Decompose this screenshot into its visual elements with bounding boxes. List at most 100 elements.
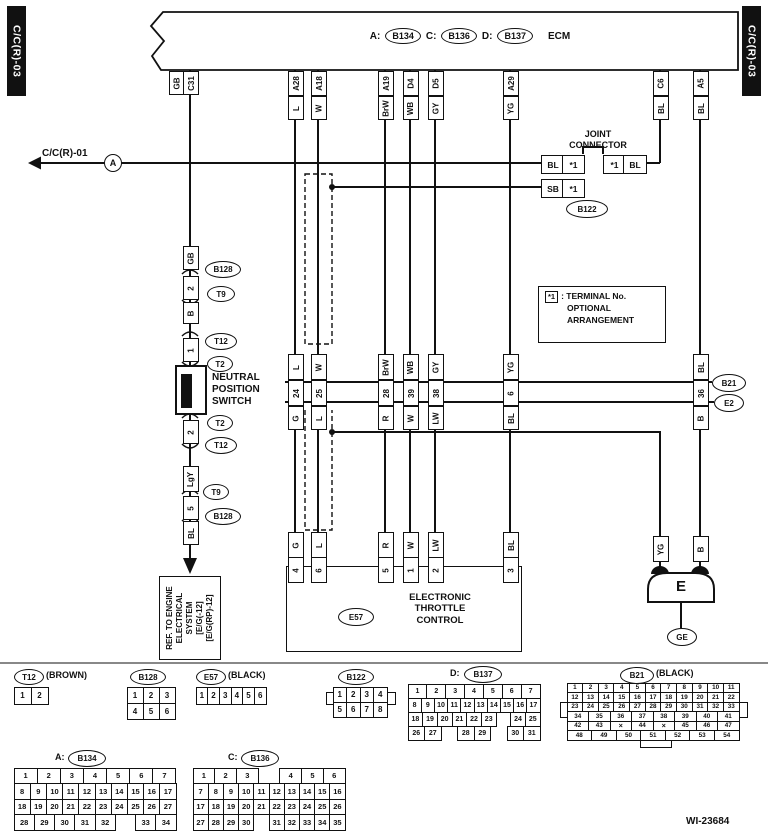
pin-cell: 3 — [445, 683, 466, 699]
page-tab-right-label: C/C(R)-03 — [745, 24, 758, 78]
pin-cell — [258, 768, 281, 785]
pin-cell: 23 — [283, 798, 300, 815]
pin-cell: 27 — [424, 725, 442, 741]
wire-color-label-text: LW — [431, 539, 441, 551]
pin-cell: 29 — [473, 725, 491, 741]
pin-cell: 5 — [106, 767, 131, 784]
pin-cell: 4 — [373, 686, 388, 703]
ecm-pin-box-text: A29 — [506, 76, 516, 91]
pin-cell: 6 — [253, 686, 267, 705]
throttle-pin-box-text: 4 — [291, 567, 301, 573]
jc-terminal-mark-box: *1 — [562, 155, 585, 174]
terminal-mark: *1 — [545, 291, 559, 304]
wire-color-label: YG — [503, 354, 519, 380]
pin-cell: 2 — [36, 767, 61, 784]
pin-cell: 2 — [346, 686, 361, 703]
pin-cell: 22 — [78, 798, 96, 815]
pin-cell: 1 — [192, 767, 216, 784]
pin-cell: 34 — [155, 814, 177, 831]
ecm-pin-box: C31 — [183, 71, 199, 95]
pin-cell: 8 — [13, 783, 31, 800]
page-tab-left-label: C/C(R)-03 — [10, 24, 23, 78]
pin-cell: 2 — [426, 683, 447, 699]
pin-cell: 8 — [407, 697, 422, 713]
connector-id-e57: E57 — [338, 608, 374, 626]
pin-cell: 5 — [332, 701, 347, 718]
ecm-pin-box: D4 — [403, 71, 419, 96]
pin-cell: 18 — [13, 798, 31, 815]
ref-engine-electrical-text: REF. TO ENGINE ELECTRICAL SYSTEM [E/G(-1… — [165, 586, 214, 650]
pin-cell: 31 — [268, 814, 285, 831]
wire-color-label: LW — [428, 532, 444, 558]
throttle-pin-box-text: 5 — [381, 567, 391, 573]
throttle-pin-box: 1 — [403, 557, 419, 583]
pin-cell: 24 — [298, 798, 316, 815]
pin-cell: 23 — [94, 798, 112, 815]
pin-cell: 23 — [480, 711, 497, 727]
pin-cell: 6 — [158, 702, 176, 720]
pin-cell: 6 — [129, 767, 154, 784]
pin-cell: 4 — [126, 702, 144, 720]
wire-color-label: LgY — [183, 466, 199, 492]
ecm-pin-box-text: C31 — [186, 75, 196, 91]
pin-cell: 21 — [62, 798, 80, 815]
pin-text: 5 — [186, 505, 196, 511]
ecm-pin-box: A5 — [693, 71, 709, 96]
pin-cell: 52 — [664, 730, 691, 741]
ecm-conn-d-id: B137 — [497, 28, 533, 44]
wire-color-label: YG — [503, 96, 519, 120]
throttle-pin-box-text: 6 — [314, 567, 324, 573]
pin-cell: 6 — [501, 683, 522, 699]
jc-terminal-mark-box: *1 — [603, 155, 626, 174]
wire-color-label: WB — [403, 354, 419, 380]
ground-terminal-cap — [651, 566, 669, 574]
pin-cell: 22 — [466, 711, 482, 727]
connector-id-oval: T12 — [205, 437, 237, 454]
connector-id-oval: T12 — [205, 333, 237, 350]
jc-wire-color-box: BL — [623, 155, 647, 174]
pin-cell: 26 — [407, 725, 425, 741]
pinout-label-b122: B122 — [338, 669, 374, 685]
ecm-conn-a-id: B134 — [385, 28, 421, 44]
pin-cell — [496, 712, 512, 727]
wire-color-label: BrW — [378, 354, 394, 380]
ecm-pin-box: C6 — [653, 71, 669, 96]
wire-color-label: BrW — [378, 96, 394, 120]
pinout-label-t12: T12 — [14, 669, 44, 685]
throttle-label: ELECTRONIC THROTTLE CONTROL — [409, 592, 471, 626]
wire-color-label-text: GY — [431, 102, 441, 114]
pin-cell — [441, 726, 459, 741]
inline-connector-pin-box-text: 36 — [696, 388, 706, 398]
pin-cell: 19 — [222, 798, 240, 815]
pin-cell: 5 — [142, 702, 160, 720]
pin-cell: 9 — [222, 783, 240, 800]
pin-cell: 6 — [322, 767, 346, 784]
pin-cell: 30 — [238, 814, 255, 831]
pin-cell: 29 — [222, 814, 240, 831]
wire-color-label-text: G — [291, 414, 301, 422]
wire-color-label: L — [311, 532, 327, 558]
pin-cell: 20 — [436, 711, 453, 727]
connector-arc — [181, 269, 199, 275]
pin-cell: 12 — [78, 783, 96, 800]
wire-color-label: L — [311, 406, 327, 430]
inline-connector-pin: 1 — [183, 338, 199, 362]
pin-cell: 8 — [207, 783, 224, 800]
ecm-conn-c-id: B136 — [441, 28, 477, 44]
pin-cell: 1 — [126, 686, 144, 704]
pinout-prefix-b134: A: — [55, 752, 65, 762]
wire-color-label: G — [288, 532, 304, 558]
connector-id-oval: B128 — [205, 508, 241, 525]
pinout-suffix-t12: (BROWN) — [46, 670, 87, 680]
wire-color-label: W — [311, 354, 327, 380]
pin-cell: 51 — [640, 730, 666, 741]
wire-color-label-text: BL — [696, 361, 706, 373]
pin-cell: 31 — [74, 814, 96, 831]
pin-cell: 32 — [94, 814, 116, 831]
